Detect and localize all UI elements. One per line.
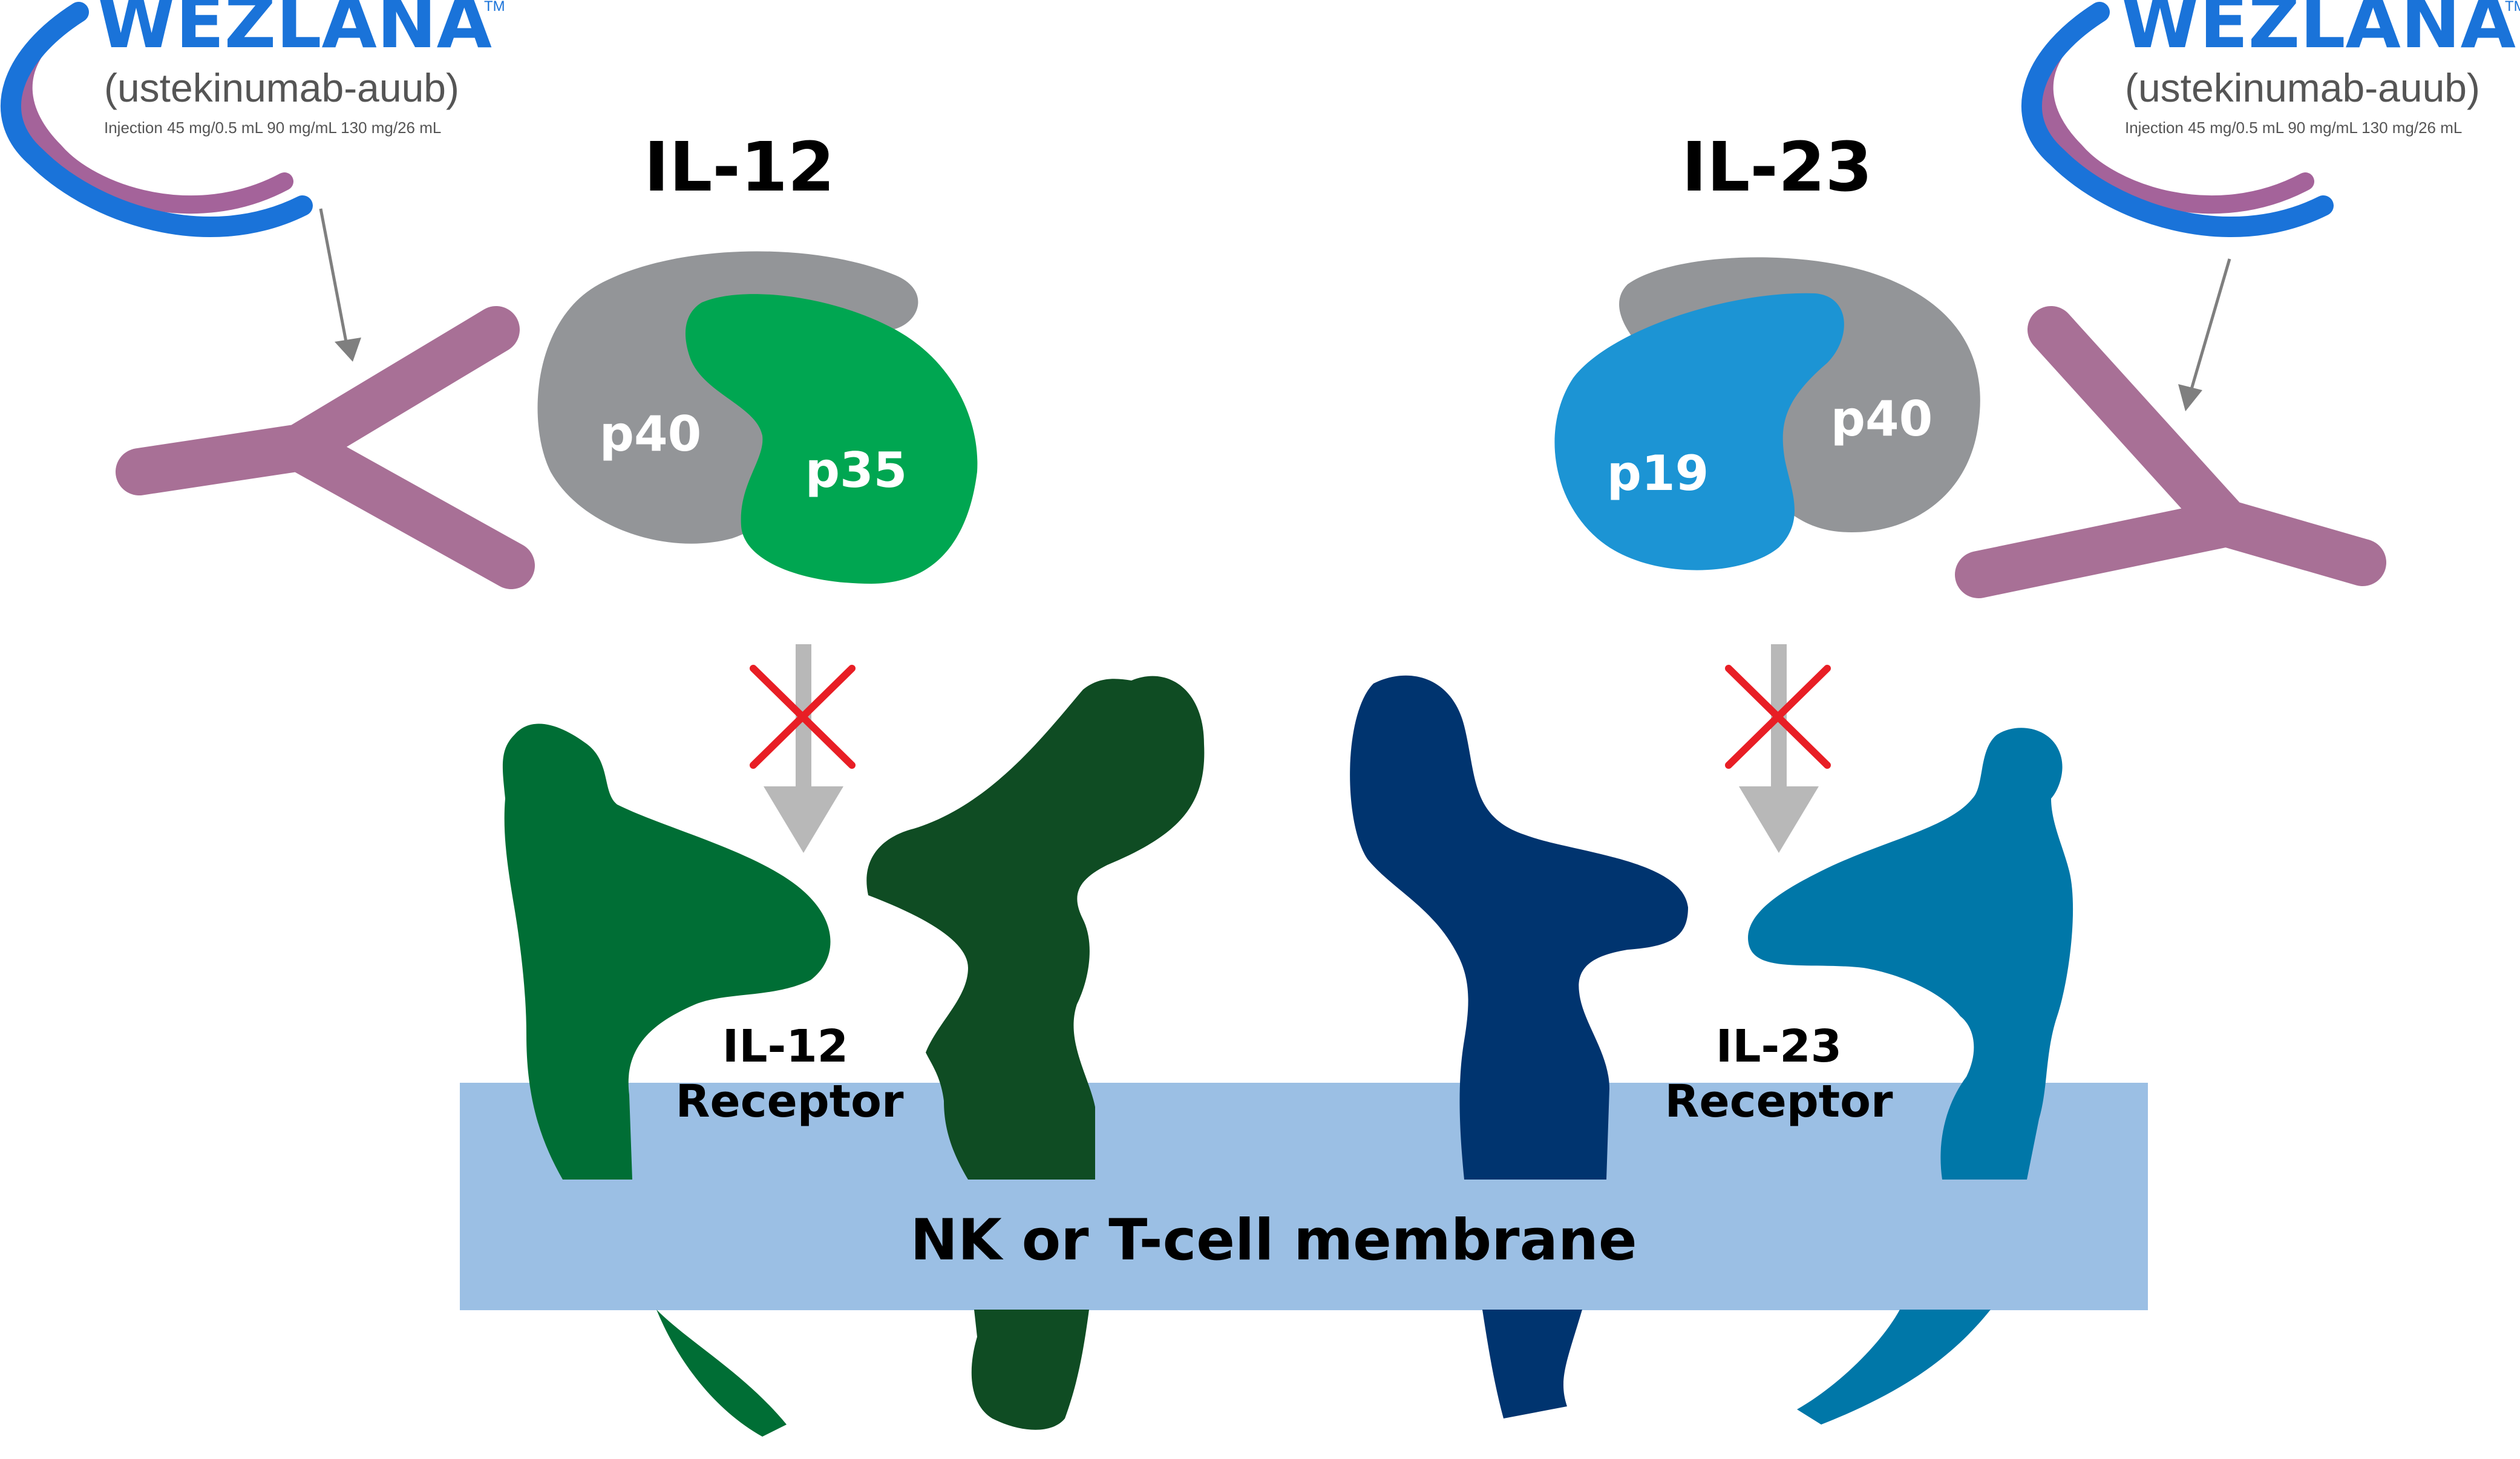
wezlana-logo-left: WEZLANA TM (ustekinumab-auub) Injection … bbox=[0, 0, 505, 238]
il23-cytokine: p19 p40 bbox=[1554, 257, 1980, 570]
il12-receptor-chain-2 bbox=[866, 676, 1205, 1180]
il12-cytokine: p40 p35 bbox=[537, 251, 978, 584]
il12-receptor-chain-1 bbox=[502, 723, 831, 1180]
logo-pointer-arrowhead-right bbox=[2178, 384, 2202, 411]
logo-ribbon-blue bbox=[2021, 2, 2334, 238]
p19-subunit bbox=[1554, 293, 1844, 570]
logo-pointer-arrowhead-left bbox=[335, 338, 361, 362]
wezlana-logo-right: WEZLANA TM (ustekinumab-auub) Injection … bbox=[2021, 0, 2520, 238]
brand-name: WEZLANA bbox=[97, 0, 492, 64]
p35-subunit bbox=[685, 294, 978, 584]
membrane-label: NK or T-cell membrane bbox=[910, 1207, 1637, 1273]
generic-name: (ustekinumab-auub) bbox=[2125, 65, 2480, 110]
trademark-mark: TM bbox=[484, 0, 505, 15]
il23-receptor-chain-1-tail bbox=[1482, 1310, 1582, 1418]
il12-receptor: IL-12 Receptor bbox=[502, 676, 1205, 1437]
p35-label: p35 bbox=[805, 442, 908, 498]
antibody-right bbox=[1955, 306, 2386, 598]
dosage-text: Injection 45 mg/0.5 mL 90 mg/mL 130 mg/2… bbox=[104, 119, 441, 137]
p40-label: p40 bbox=[600, 406, 702, 462]
generic-name: (ustekinumab-auub) bbox=[104, 65, 459, 110]
il23-receptor-chain-2 bbox=[1748, 728, 2073, 1180]
dosage-text: Injection 45 mg/0.5 mL 90 mg/mL 130 mg/2… bbox=[2125, 119, 2462, 137]
blocked-signal-left bbox=[750, 644, 856, 853]
il12-receptor-label-line1: IL-12 bbox=[722, 1020, 848, 1072]
antibody-y-shape bbox=[1955, 306, 2386, 598]
il12-receptor-chain-2-tail bbox=[971, 1310, 1089, 1430]
antibody-left bbox=[116, 306, 535, 589]
logo-ribbon-blue bbox=[0, 2, 313, 238]
il23-receptor-label-line1: IL-23 bbox=[1716, 1020, 1842, 1072]
il23-receptor-label-line2: Receptor bbox=[1665, 1075, 1893, 1128]
logo-pointer-arrow-left bbox=[319, 208, 348, 342]
il23-receptor-chain-2-tail bbox=[1797, 1310, 1991, 1425]
logo-pointer-arrow-right bbox=[2188, 258, 2231, 394]
block-x-icon bbox=[1725, 665, 1831, 769]
cell-membrane bbox=[460, 1083, 2148, 1310]
il12-receptor-chain-1-tail bbox=[656, 1310, 787, 1437]
il23-receptor-chain-1 bbox=[1350, 675, 1688, 1180]
antibody-y-shape bbox=[116, 306, 535, 589]
il23-title: IL-23 bbox=[1681, 128, 1872, 207]
brand-name: WEZLANA bbox=[2121, 0, 2516, 64]
il23-receptor: IL-23 Receptor bbox=[1350, 675, 2073, 1425]
block-x-icon bbox=[750, 665, 856, 769]
p40-label: p40 bbox=[1831, 391, 1933, 447]
blocked-signal-right bbox=[1725, 644, 1831, 853]
il12-title: IL-12 bbox=[644, 128, 834, 207]
signal-arrow-head bbox=[764, 786, 843, 853]
p19-label: p19 bbox=[1607, 445, 1709, 501]
trademark-mark: TM bbox=[2505, 0, 2520, 15]
signal-arrow-head bbox=[1739, 786, 1819, 853]
il12-receptor-label-line2: Receptor bbox=[676, 1075, 904, 1128]
